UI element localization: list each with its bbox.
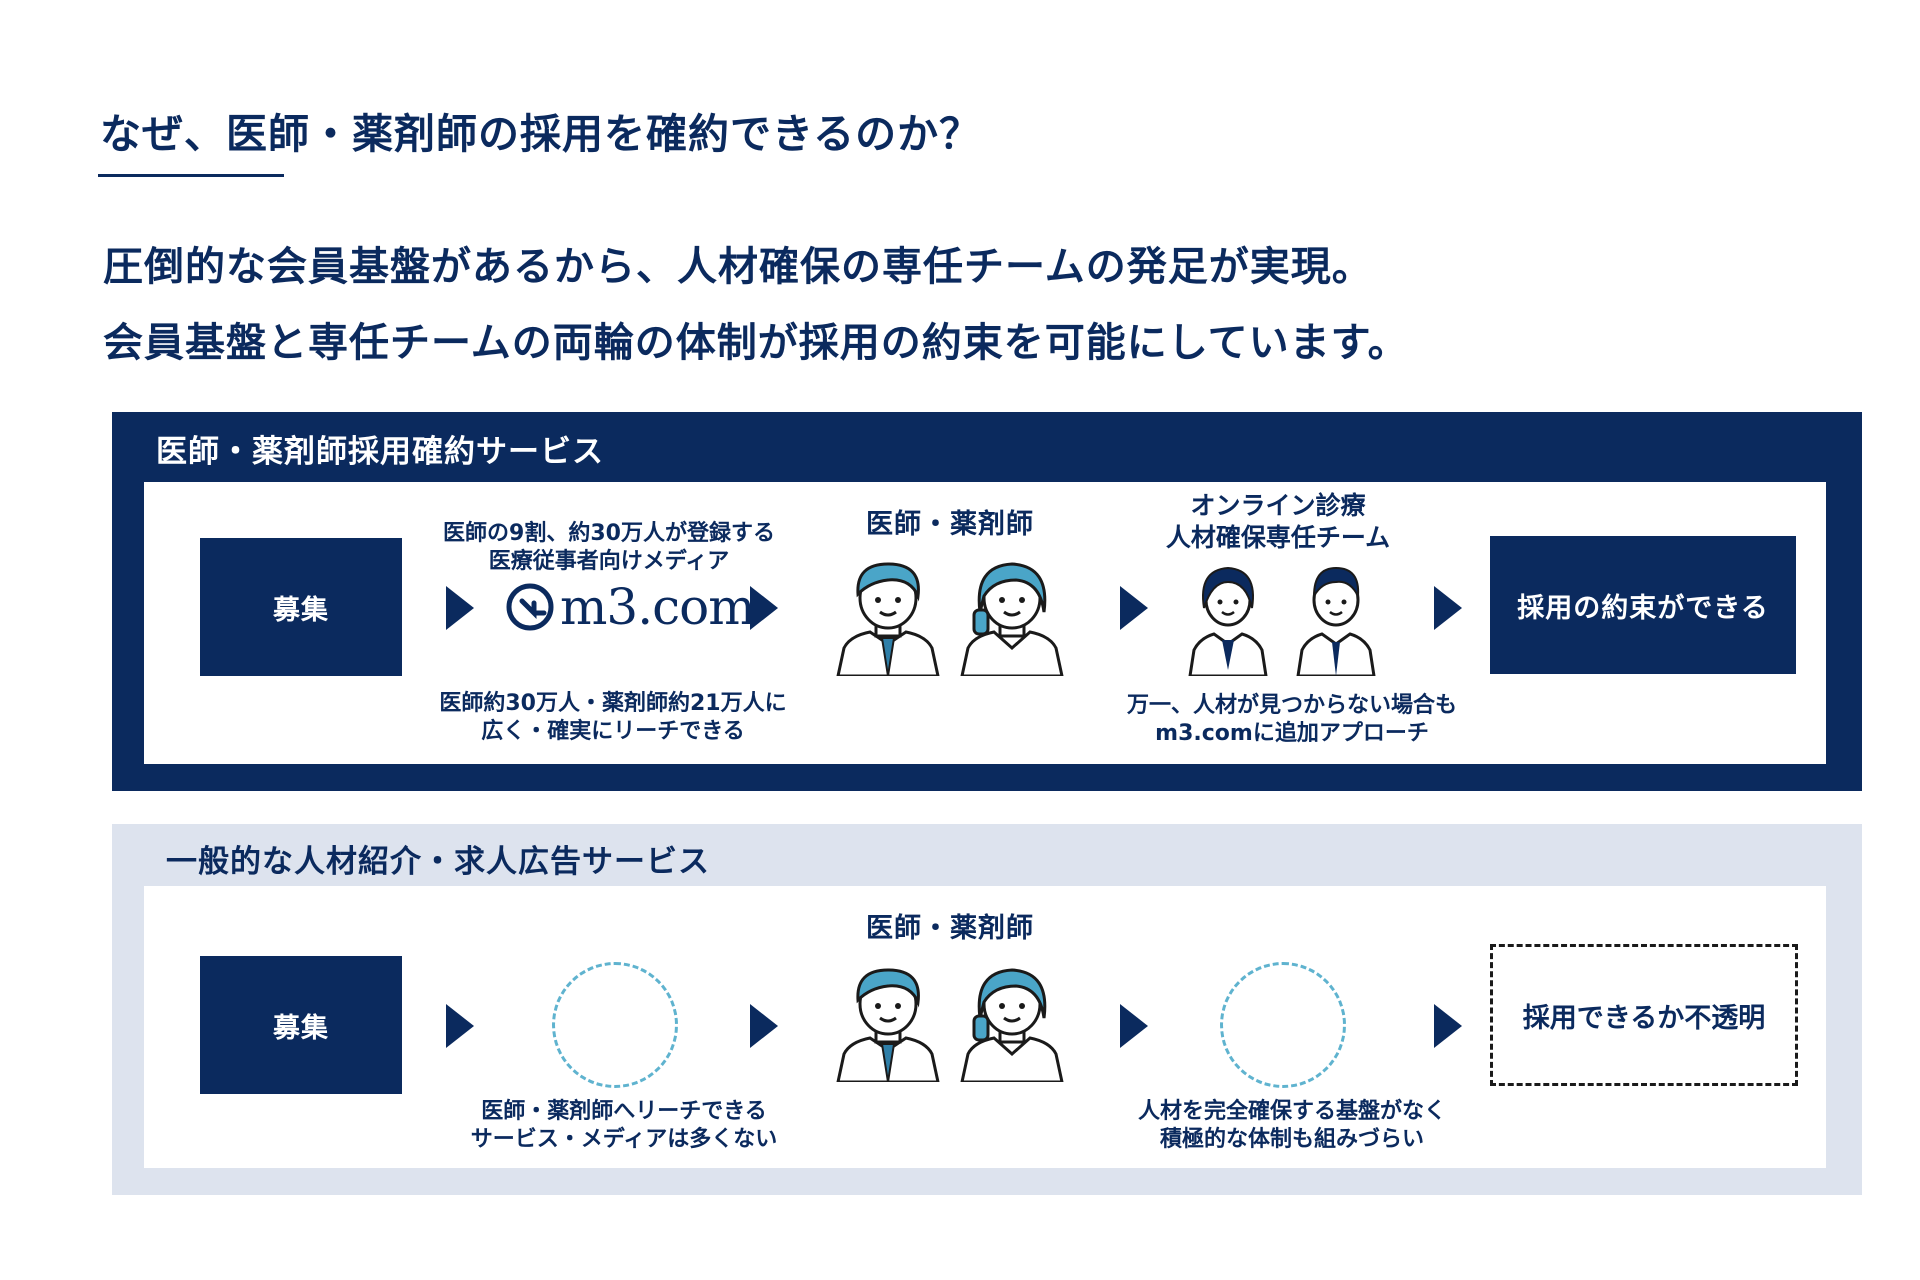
flow-area: 募集 医師の9割、約30万人が登録する 医療従事者向けメディア m3.com 医… <box>144 482 1826 764</box>
team-caption-bottom-line-1: 万一、人材が見つからない場合も <box>1102 692 1482 720</box>
m3-logo: m3.com <box>504 578 755 636</box>
arrow-right-icon <box>1434 586 1462 630</box>
panel-title: 一般的な人材紹介・求人広告サービス <box>166 836 710 881</box>
lead-line-1: 圧倒的な会員基盤があるから、人材確保の専任チームの発足が実現。 <box>103 234 1373 292</box>
panel-title: 医師・薬剤師採用確約サービス <box>156 426 604 471</box>
team-caption-bottom-line-1: 人材を完全確保する基盤がなく <box>1106 1098 1478 1126</box>
team-label: オンライン診療 人材確保専任チーム <box>1148 490 1408 554</box>
media-caption-top-line-1: 医師の9割、約30万人が登録する <box>430 520 788 548</box>
media-caption-top: 医師の9割、約30万人が登録する 医療従事者向けメディア <box>430 520 788 576</box>
recruit-box: 募集 <box>200 956 402 1094</box>
targets-label: 医師・薬剤師 <box>866 502 1034 541</box>
arrow-right-icon <box>750 1004 778 1048</box>
result-box: 採用の約束ができる <box>1490 536 1796 674</box>
guaranteed-service-panel: 医師・薬剤師採用確約サービス 募集 医師の9割、約30万人が登録する 医療従事者… <box>112 412 1862 791</box>
doctor-icon <box>830 958 946 1082</box>
uncertain-result-box: 採用できるか不透明 <box>1490 944 1798 1086</box>
media-caption-bottom: 医師約30万人・薬剤師約21万人に 広く・確実にリーチできる <box>414 690 812 746</box>
arrow-right-icon <box>1120 586 1148 630</box>
arrow-right-icon <box>1434 1004 1462 1048</box>
male-staff-icon <box>1292 560 1380 676</box>
team-caption-bottom-line-2: m3.comに追加アプローチ <box>1102 720 1482 748</box>
team-label-line-1: オンライン診療 <box>1148 490 1408 522</box>
media-caption-bottom: 医師・薬剤師へリーチできる サービス・メディアは多くない <box>444 1098 804 1154</box>
pharmacist-icon <box>954 552 1070 676</box>
team-caption-bottom-line-2: 積極的な体制も組みづらい <box>1106 1126 1478 1154</box>
media-caption-bottom-line-1: 医師約30万人・薬剤師約21万人に <box>414 690 812 718</box>
team-label-line-2: 人材確保専任チーム <box>1148 522 1408 554</box>
team-caption-bottom: 万一、人材が見つからない場合も m3.comに追加アプローチ <box>1102 692 1482 748</box>
arrow-right-icon <box>446 586 474 630</box>
targets-label: 医師・薬剤師 <box>866 906 1034 945</box>
media-caption-bottom-line-1: 医師・薬剤師へリーチできる <box>444 1098 804 1126</box>
arrow-right-icon <box>1120 1004 1148 1048</box>
empty-media-placeholder <box>552 962 678 1088</box>
arrow-right-icon <box>446 1004 474 1048</box>
media-caption-top-line-2: 医療従事者向けメディア <box>430 548 788 576</box>
recruit-box: 募集 <box>200 538 402 676</box>
flow-area: 募集 医師・薬剤師へリーチできる サービス・メディアは多くない 医師・薬剤師 <box>144 886 1826 1168</box>
empty-team-placeholder <box>1220 962 1346 1088</box>
female-staff-icon <box>1184 560 1272 676</box>
team-caption-bottom: 人材を完全確保する基盤がなく 積極的な体制も組みづらい <box>1106 1098 1478 1154</box>
m3-logo-icon <box>504 579 560 635</box>
general-service-panel: 一般的な人材紹介・求人広告サービス 募集 医師・薬剤師へリーチできる サービス・… <box>112 824 1862 1195</box>
arrow-right-icon <box>750 586 778 630</box>
media-caption-bottom-line-2: 広く・確実にリーチできる <box>414 718 812 746</box>
media-caption-bottom-line-2: サービス・メディアは多くない <box>444 1126 804 1154</box>
pharmacist-icon <box>954 958 1070 1082</box>
heading-underline <box>98 174 284 177</box>
lead-line-2: 会員基盤と専任チームの両輪の体制が採用の約束を可能にしています。 <box>103 310 1409 368</box>
page-heading: なぜ、医師・薬剤師の採用を確約できるのか？ <box>100 100 981 160</box>
m3-logo-text: m3.com <box>560 578 755 636</box>
doctor-icon <box>830 552 946 676</box>
